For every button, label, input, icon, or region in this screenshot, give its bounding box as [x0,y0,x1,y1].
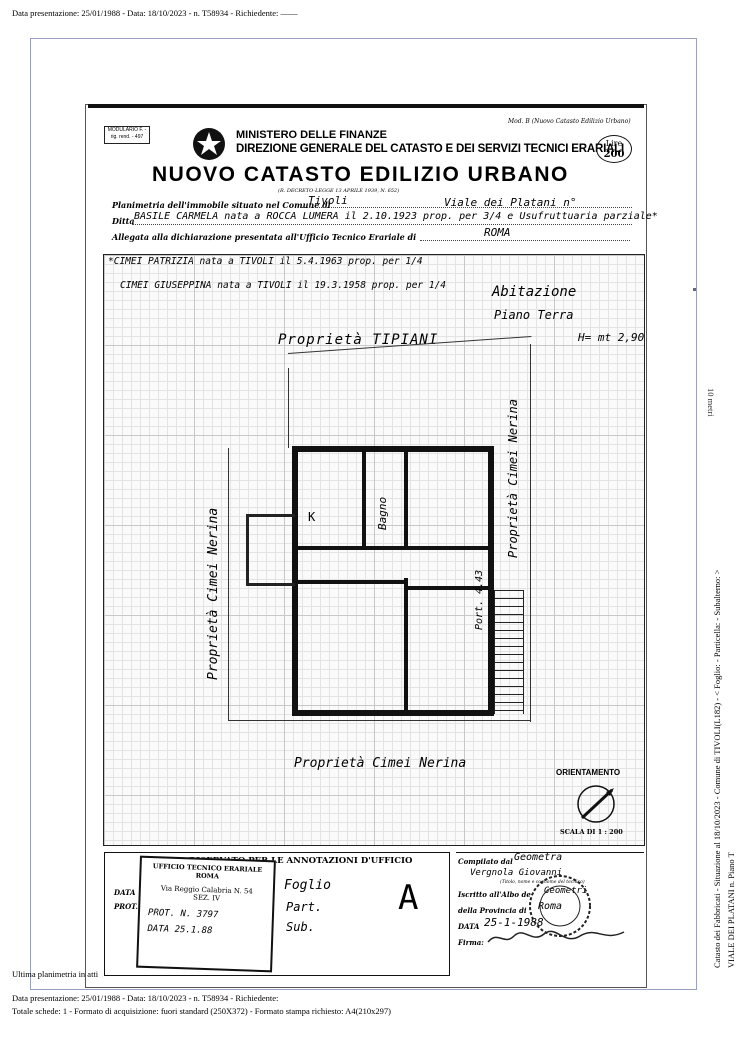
stamp-data: DATA 25.1.88 [147,923,213,937]
ditta-value: BASILE CARMELA nata a ROCCA LUMERA il 2.… [134,211,658,222]
signature-mark [487,930,625,943]
boundary-line [228,720,530,721]
footer-line1: Data presentazione: 25/01/1988 - Data: 1… [12,993,279,1003]
spazio-label: SPAZIO RISERVATO PER LE ANNOTAZIONI D'UF… [150,856,413,866]
iscritto-value: Geometri [544,886,588,896]
lire-badge: Lire 200 [596,135,632,163]
office-data-label: DATA [114,888,136,897]
ditta-label: Ditta [112,216,135,226]
compilato-data-value: 25-1-1988 [484,916,544,929]
wall [292,580,404,584]
via-value: Viale dei Platani n° [444,196,577,209]
lire-value: 200 [603,149,625,160]
boundary-line [228,448,229,720]
header-line: Data presentazione: 25/01/1988 - Data: 1… [12,8,298,18]
modulario-box: MODULARIO F. - rig. rend. - 497 [104,126,150,144]
wall [488,446,494,716]
firma-label: Firma: [458,938,484,947]
office-prot-label: PROT. N° [114,902,151,911]
niche [246,514,295,586]
mod-label: Mod. B (Nuovo Catasto Edilizio Urbano) [508,118,631,125]
compilato-label: Compilato dal [458,857,513,866]
height-label: H= mt 2,90 [578,331,645,344]
compilato-data-label: DATA [458,922,480,931]
boundary-line [288,368,289,448]
port-label: Port. 4.43 [474,569,485,630]
stamp-prot: PROT. N. 3797 [147,907,219,921]
ditta-rule [132,224,632,225]
decreto-line: (R. DECRETO-LEGGE 13 APRILE 1939, N. 652… [278,188,400,194]
piano-label: Piano Terra [494,308,574,322]
foglio-label: Foglio [284,878,331,893]
provincia-label: della Provincia di [458,906,527,915]
bagno-label: Bagno [376,496,389,530]
ministero-title: MINISTERO DELLE FINANZE [236,129,387,141]
wall [292,446,492,452]
wall [292,546,492,550]
emblem-icon [193,128,225,160]
compilato-box [456,852,644,975]
provincia-value: Roma [538,901,563,912]
sub-label: Sub. [286,920,315,934]
allegata-rule [420,240,630,241]
stamp-office: UFFICIO TECNICO ERARIALE ROMA [152,862,263,881]
kitchen-k-label: K [308,510,316,524]
footer-line2: Totale schede: 1 - Formato di acquisizio… [12,1006,391,1016]
iscritto-label: Iscritto all'Albo de [458,890,531,899]
prop-top-label: Proprietà TIPIANI [278,332,439,348]
office-box [104,852,450,976]
orientamento-label: ORIENTAMENTO [556,768,621,777]
planimetria-label: Planimetria dell'immobile situato nel Co… [112,200,331,210]
wall [408,586,492,590]
professional-seal-icon [529,875,591,937]
allegata-value: ROMA [484,226,511,239]
north-arrow-icon [577,785,615,823]
staircase [494,590,524,714]
planimetria-rule [302,207,632,208]
plan-grid [103,254,645,846]
nuovo-catasto-title: NUOVO CATASTO EDILIZIO URBANO [152,163,569,186]
wall [362,446,366,550]
abitazione-label: Abitazione [492,284,577,300]
compilato-value: Geometra [514,852,563,863]
boundary-line [530,344,531,722]
office-stamp: UFFICIO TECNICO ERARIALE ROMA Via Reggio… [136,855,276,973]
tick-mark [693,288,696,291]
lire-label: Lire [605,139,623,148]
wall [292,710,492,716]
prop-left-label: Proprietà Cimei Nerina [206,507,221,680]
owner2-note: CIMEI GIUSEPPINA nata a TIVOLI il 19.3.1… [120,280,447,291]
comune-value: Tivoli [308,194,348,207]
part-label: Part. [286,900,323,914]
prop-bottom-label: Proprietà Cimei Nerina [294,756,467,771]
prop-right-label: Proprietà Cimei Nerina [506,399,520,558]
ultima-planimetria: Ultima planimetria in atti [12,969,99,979]
wall [404,446,408,550]
tecnico-nome: Vergnola Giovanni [470,868,563,878]
allegata-label: Allegata alla dichiarazione presentata a… [112,232,417,242]
wall [404,578,408,712]
sheet-top-rule [88,104,644,108]
owner1-note: *CIMEI PATRIZIA nata a TIVOLI il 5.4.196… [108,256,423,267]
direzione-title: DIREZIONE GENERALE DEL CATASTO E DEI SER… [236,143,624,155]
scala-label: SCALA DI 1 : 200 [560,828,623,836]
catasto-side-text: Catasto dei Fabbricati - Situazione al 1… [712,569,722,968]
letter-a: A [398,878,419,918]
scale-label: 10 metri [706,388,716,417]
viale-side-text: VIALE DEI PLATANI n. Piano T [726,852,736,968]
page-frame [30,38,697,990]
